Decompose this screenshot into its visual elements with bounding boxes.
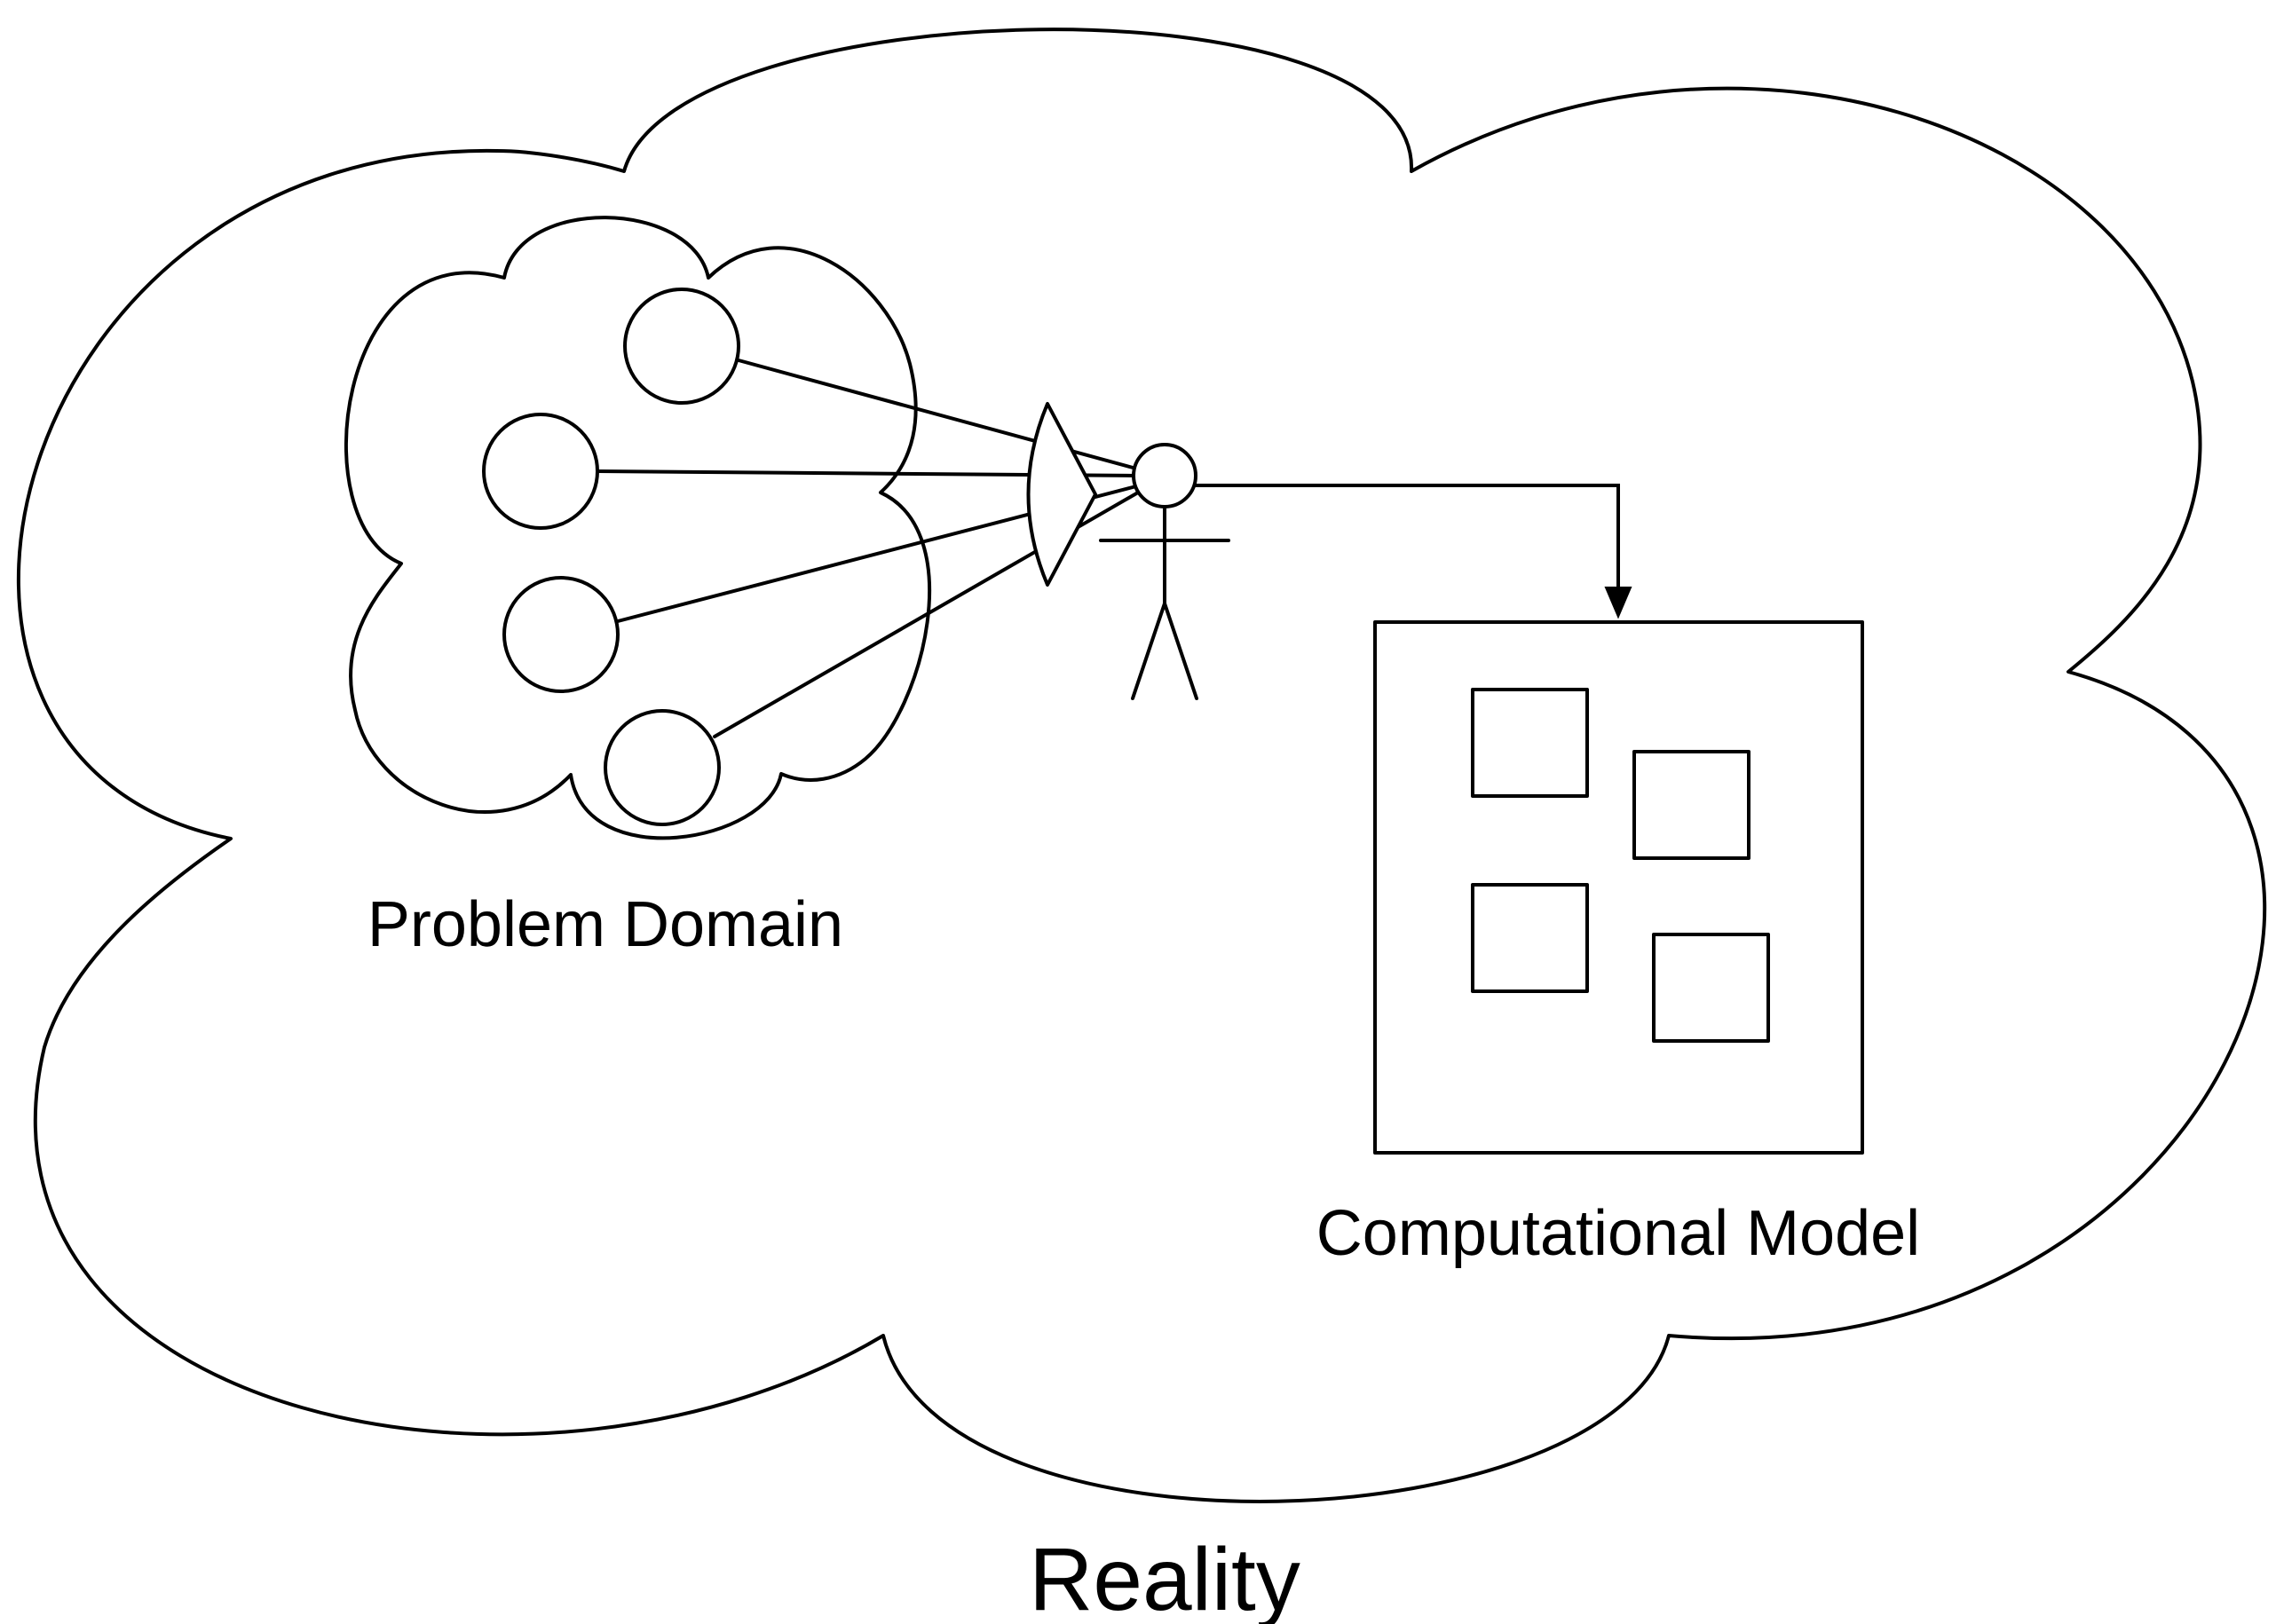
modeler-figure-icon [1099, 443, 1230, 700]
domain-entity-circle [623, 288, 740, 405]
model-object-square [1632, 750, 1750, 860]
lens-icon [1026, 402, 1097, 587]
arrowhead-icon [1604, 587, 1632, 619]
problem-domain-label: Problem Domain [367, 889, 843, 960]
domain-entity-circle [604, 709, 721, 826]
model-object-square [1652, 933, 1770, 1043]
reality-label: Reality [1029, 1530, 1300, 1624]
computational-model-box [1373, 620, 1864, 1155]
modeling-arrow-line [1194, 484, 1620, 589]
domain-entity-circle [482, 413, 599, 530]
model-object-square [1471, 688, 1589, 798]
domain-entity-circle [502, 576, 620, 693]
reality-cloud [16, 28, 2266, 1503]
model-object-square [1471, 883, 1589, 993]
computational-model-label: Computational Model [1316, 1198, 1920, 1269]
